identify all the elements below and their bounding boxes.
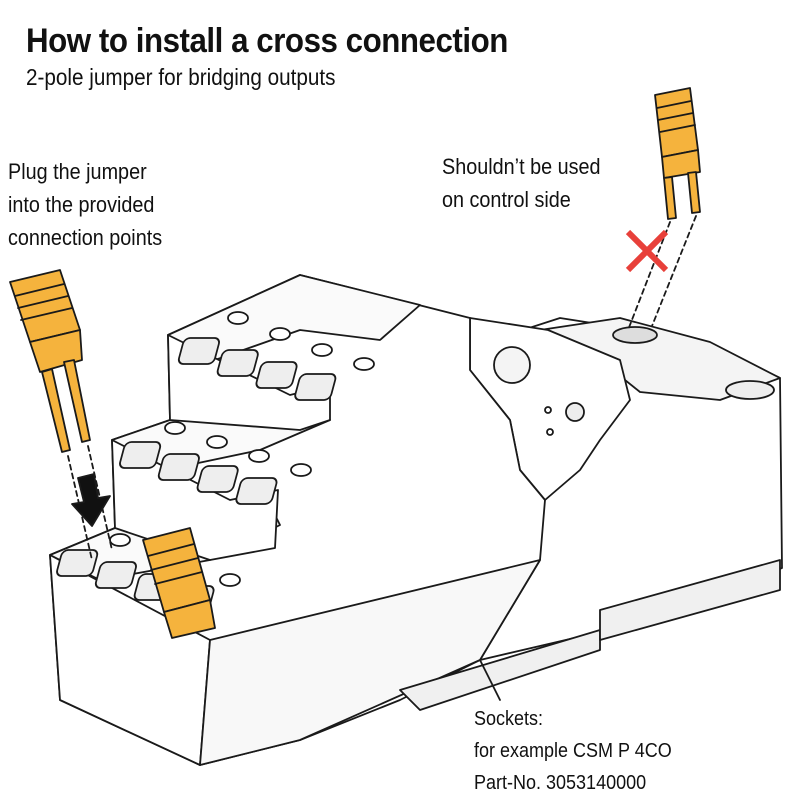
mount-screw <box>565 402 585 422</box>
step-riser-middle <box>111 439 279 561</box>
jumper-left <box>9 269 91 453</box>
warning-line: Shouldn’t be used <box>442 154 601 179</box>
jumper-right <box>654 87 701 220</box>
terminal-slots-upper <box>177 337 337 401</box>
down-arrow-icon <box>71 473 111 527</box>
control-side-warning: Shouldn’t be used on control side <box>442 150 601 216</box>
page-subtitle: 2-pole jumper for bridging outputs <box>26 64 336 90</box>
socket-leader-line <box>479 659 501 701</box>
relay-socket <box>49 274 783 766</box>
socket-info: Sockets: for example CSM P 4CO Part-No. … <box>474 703 672 799</box>
control-side-slot <box>612 326 658 344</box>
socket-info-line: Sockets: <box>474 708 544 730</box>
plug-instruction: Plug the jumper into the provided connec… <box>8 155 162 254</box>
warning-line: on control side <box>442 187 571 212</box>
socket-info-line: for example CSM P 4CO <box>474 740 672 762</box>
din-rail-foot <box>399 629 601 711</box>
guide-line-right <box>627 215 697 331</box>
jumper-plugged <box>142 527 216 639</box>
screw-marks <box>109 311 375 587</box>
terminal-slots-middle <box>119 441 278 505</box>
plug-instruction-line: Plug the jumper <box>8 159 147 184</box>
plug-instruction-line: into the provided <box>8 192 155 217</box>
mount-hole <box>493 346 531 384</box>
red-cross-icon <box>625 229 669 273</box>
page-title: How to install a cross connection <box>26 22 508 60</box>
side-face-lower <box>199 559 541 766</box>
plug-instruction-line: connection points <box>8 225 163 250</box>
socket-info-line: Part-No. 3053140000 <box>474 772 647 794</box>
